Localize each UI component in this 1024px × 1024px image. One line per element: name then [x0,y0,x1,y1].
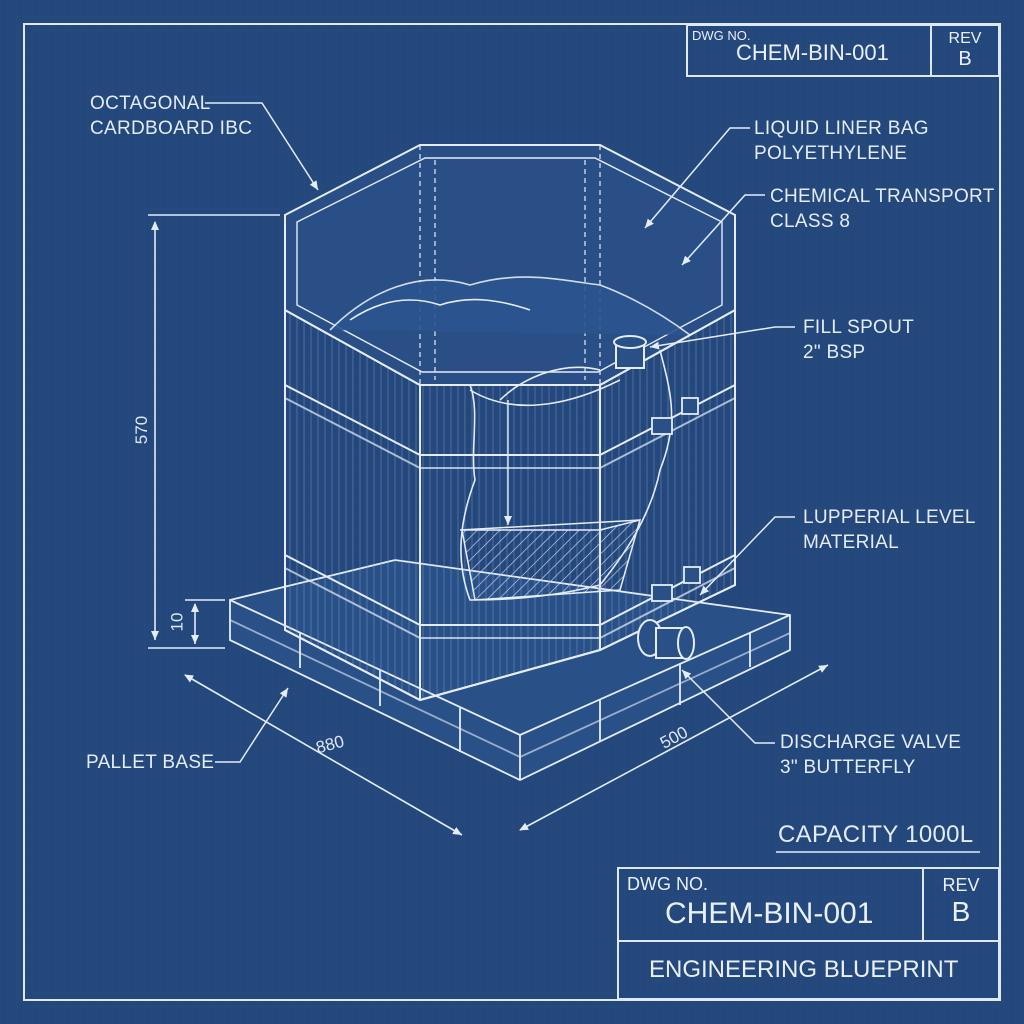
dwg-number: CHEM-BIN-001 [665,897,874,930]
rev-label: REV [942,875,980,895]
top-rev-value: B [958,48,972,70]
dim-height: 570 [132,415,152,445]
fill-spout-drawing [613,335,647,369]
footer-title: ENGINEERING BLUEPRINT [649,956,959,983]
rev-value: B [951,896,971,927]
dwg-label: DWG NO. [627,874,708,894]
sheet-border [23,23,1001,1001]
discharge-valve-drawing [637,619,695,660]
top-dwg-label: DWG NO. [692,28,751,43]
liquid-level-hatch [461,518,642,601]
dimension-lines [148,214,829,836]
callout-pallet-base: PALLET BASE [86,752,215,773]
title-block: DWG NO. CHEM-BIN-001 REV B ENGINEERING B… [617,867,1000,1000]
top-rev-label: REV [948,30,982,47]
capacity-label: CAPACITY 1000L [778,821,974,848]
dim-pallet-height: 10 [167,612,187,632]
top-title-block: DWG NO. CHEM-BIN-001 REV B [686,24,1000,77]
top-dwg-number: CHEM-BIN-001 [736,40,889,65]
strap-buckles [651,397,701,602]
leader-lines [205,102,795,763]
